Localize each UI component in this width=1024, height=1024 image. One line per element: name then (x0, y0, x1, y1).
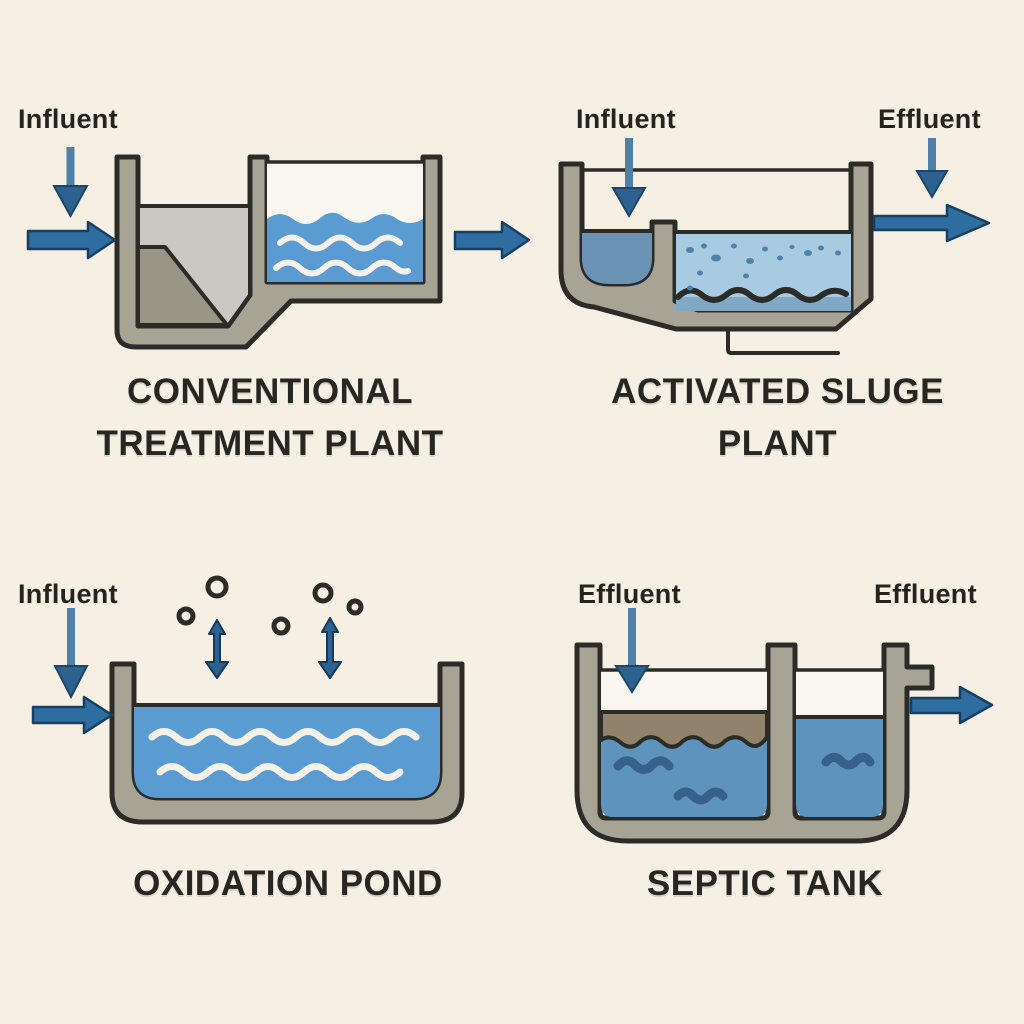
sludge-squiggle (613, 756, 674, 774)
influent-right-arrow-icon (31, 695, 114, 735)
effluent-right-arrow-icon (872, 203, 991, 243)
pond-water (134, 704, 440, 798)
activated-sludge-plant-title: ACTIVATED SLUGE PLANT (550, 366, 1005, 470)
gas-exchange-double-arrow-icon (205, 619, 229, 679)
effluent-down-arrow-icon (915, 138, 949, 200)
title-line: CONVENTIONAL (127, 372, 413, 411)
outflow-right-arrow-icon (453, 220, 531, 260)
gas-exchange-double-arrow-icon (318, 617, 342, 679)
water-wave-line (148, 728, 420, 746)
mixed-liquor-speckles (686, 243, 841, 291)
water-wave-line (277, 234, 403, 252)
influent-right-arrow-icon (26, 220, 117, 260)
conventional-treatment-plant-diagram (26, 147, 531, 350)
effluent-right-arrow-icon (909, 685, 994, 725)
aeration-bubbles-icon (176, 575, 364, 636)
title-line: ACTIVATED SLUGE (611, 372, 944, 411)
second-chamber-headspace (796, 669, 883, 719)
septic-tank-title: SEPTIC TANK (540, 858, 990, 910)
sludge-squiggle (821, 752, 875, 770)
title-line: TREATMENT PLANT (96, 424, 444, 463)
activated-sludge-effluent-label: Effluent (878, 104, 981, 134)
septic-tank-walls (574, 642, 935, 844)
sludge-wedge (136, 245, 229, 327)
title-line: SEPTIC TANK (646, 864, 884, 903)
second-chamber-water (796, 717, 883, 817)
effluent-down-arrow-icon (614, 608, 650, 694)
septic-tank-left-effluent-label: Effluent (578, 579, 681, 609)
sludge-wave-line (675, 287, 849, 303)
activated-sludge-influent-label: Influent (576, 104, 676, 134)
title-line: OXIDATION POND (133, 864, 443, 903)
conventional-influent-label: Influent (18, 104, 118, 134)
scum-layer (599, 710, 769, 749)
inlet-chamber-water (582, 231, 652, 284)
oxidation-pond-diagram (31, 575, 465, 825)
conventional-treatment-plant-title: CONVENTIONAL TREATMENT PLANT (35, 366, 505, 470)
septic-tank-diagram (574, 608, 994, 844)
activated-sludge-plant-diagram (558, 138, 991, 355)
influent-down-arrow-icon (53, 608, 89, 700)
oxidation-pond-influent-label: Influent (18, 579, 118, 609)
water-wave-line (156, 763, 404, 781)
septic-tank-right-effluent-label: Effluent (874, 579, 977, 609)
sludge-squiggle (673, 787, 728, 805)
oxidation-pond-title: OXIDATION POND (58, 858, 518, 910)
sludge-return-pipe-line (726, 327, 840, 355)
water-wave-line (273, 259, 411, 277)
influent-down-arrow-icon (52, 147, 89, 219)
title-line: PLANT (717, 424, 838, 463)
influent-down-arrow-icon (611, 138, 647, 219)
